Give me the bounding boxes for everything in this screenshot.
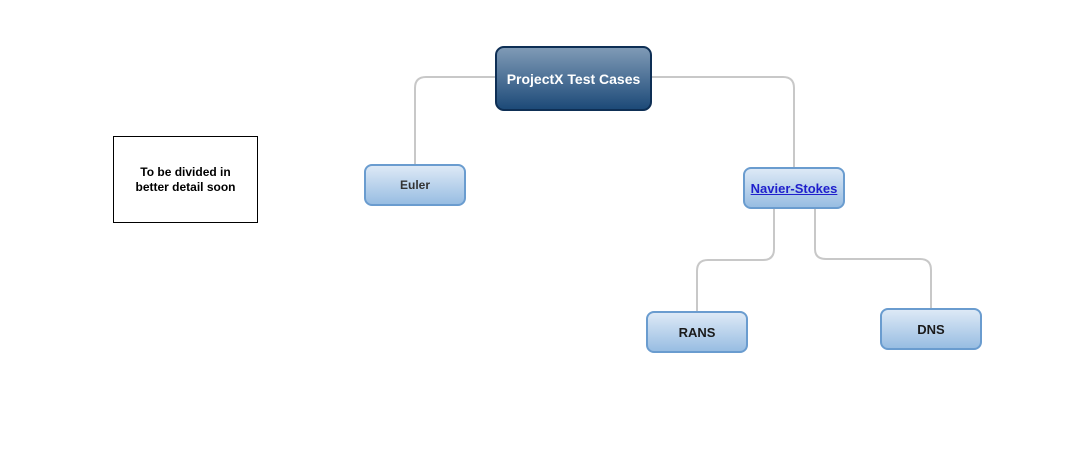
node-rans[interactable]: RANS xyxy=(646,311,748,353)
connector-root-navier-stokes xyxy=(652,76,795,167)
node-label: DNS xyxy=(917,321,945,337)
note-box: To be divided in better detail soon xyxy=(113,136,258,223)
node-label: ProjectX Test Cases xyxy=(506,70,641,87)
note-text: To be divided in better detail soon xyxy=(135,164,236,194)
connector-root-euler xyxy=(414,76,495,164)
node-dns[interactable]: DNS xyxy=(880,308,982,350)
node-euler[interactable]: Euler xyxy=(364,164,466,206)
connector-navier-stokes-dns xyxy=(814,209,932,308)
node-projectx-test-cases[interactable]: ProjectX Test Cases xyxy=(495,46,652,111)
connector-navier-stokes-rans xyxy=(696,209,775,311)
node-label: RANS xyxy=(678,324,716,340)
node-navier-stokes[interactable]: Navier-Stokes xyxy=(743,167,845,209)
navier-stokes-link[interactable]: Navier-Stokes xyxy=(750,180,838,196)
node-label: Euler xyxy=(399,178,430,192)
